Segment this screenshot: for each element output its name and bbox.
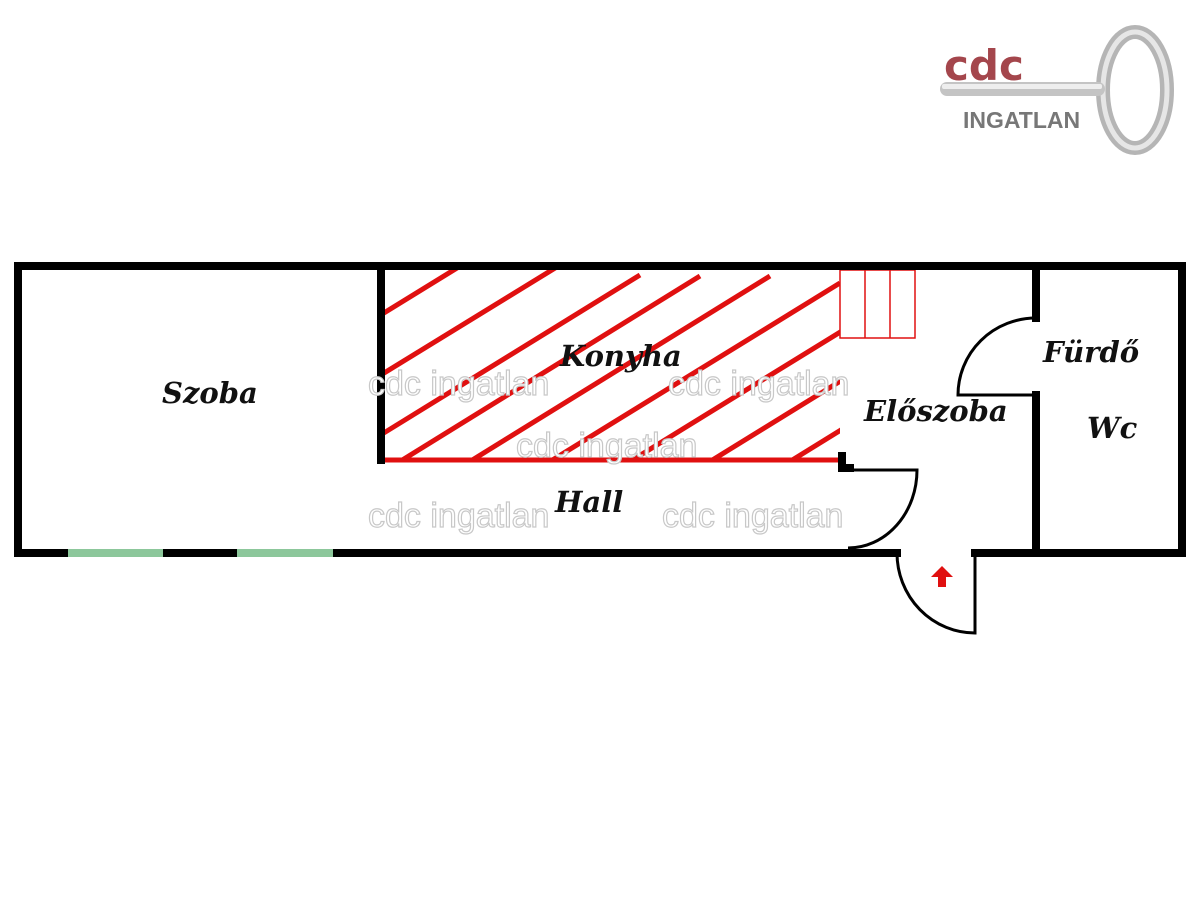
room-label-konyha: Konyha (559, 339, 682, 373)
room-label-wc: Wc (1087, 411, 1138, 445)
room-label-hall: Hall (554, 485, 623, 519)
watermark: cdc ingatlan (668, 365, 849, 403)
stairs (839, 269, 916, 339)
hall-door (847, 468, 919, 550)
bathroom-door (956, 316, 1037, 397)
logo-brand-text: cdc (944, 41, 1024, 90)
watermark: cdc ingatlan (368, 497, 549, 535)
entrance-door (895, 552, 977, 635)
company-logo: cdc INGATLAN (940, 25, 1174, 155)
watermark: cdc ingatlan (662, 497, 843, 535)
room-label-furdo: Fürdő (1042, 335, 1139, 369)
logo-subtitle-text: INGATLAN (963, 107, 1080, 133)
entrance-arrow-icon (931, 566, 953, 587)
room-label-eloszoba: Előszoba (863, 394, 1008, 428)
walls (14, 262, 1186, 557)
kitchen-hatch (385, 270, 840, 458)
watermark: cdc ingatlan (516, 427, 697, 465)
watermark: cdc ingatlan (368, 365, 549, 403)
doors (847, 316, 1037, 635)
room-label-szoba: Szoba (162, 376, 258, 410)
